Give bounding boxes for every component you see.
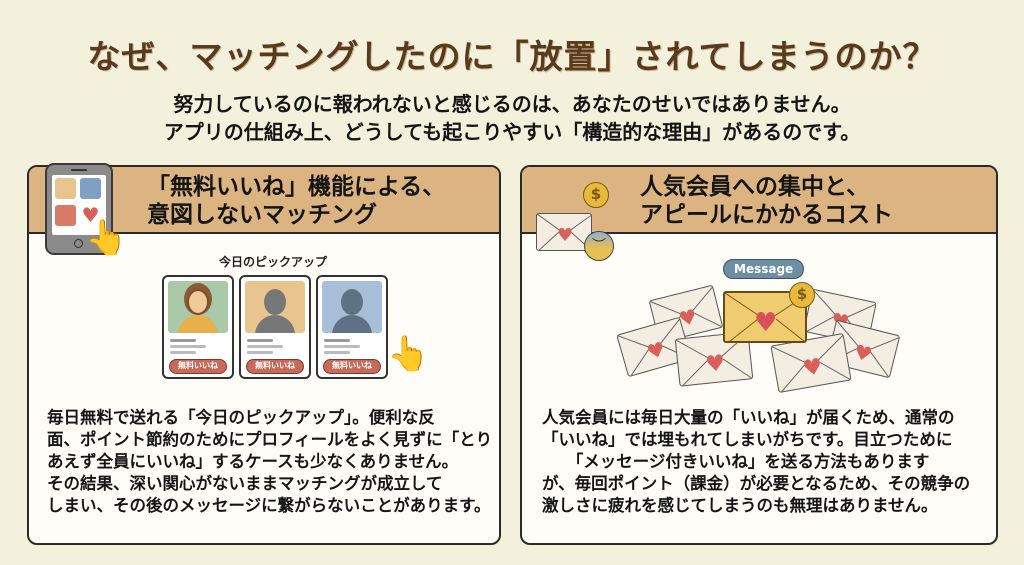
tapping-hand-icon: 👆 [387,334,430,374]
featured-envelope-icon: ♥ [723,291,807,343]
pointing-hand-icon: 👆 [85,218,128,258]
coin-icon: $ [789,282,815,308]
svg-text:♥: ♥ [801,354,825,382]
envelope-icon: ♥ [674,331,754,387]
svg-text:♥: ♥ [557,225,573,246]
page-title: なぜ、マッチングしたのに「放置」されてしまうのか？ [87,37,937,76]
panel-header: 人気会員への集中と、 アピールにかかるコスト [522,167,996,234]
free-like-button[interactable]: 無料いいね [169,359,227,374]
panel-title: 「無料いいね」機能による、 意図しないマッチング [147,174,446,228]
svg-text:♥: ♥ [704,351,726,378]
subtitle-line: アプリの仕組み上、どうしても起こりやすい「構造的な理由」があるのです。 [163,120,861,144]
profile-card: 無料いいね [162,275,234,379]
female-avatar-icon [187,289,209,315]
envelope-icon: ♥ [616,316,692,378]
envelope-icon: ♥ [825,319,901,379]
page-subtitle: 努力しているのに報われないと感じるのは、あなたのせいではありません。 アプリの仕… [0,90,1024,146]
svg-text:♥: ♥ [644,337,668,365]
envelope-icon: ♥ [770,332,852,394]
silhouette-avatar-icon [341,289,363,315]
coin-icon: $ [583,182,609,208]
silhouette-avatar-icon [264,289,286,315]
profile-card: 無料いいね [239,275,311,379]
free-like-button[interactable]: 無料いいね [246,359,304,374]
svg-text:♥: ♥ [851,339,874,367]
worried-face-icon: ︶ [584,231,614,261]
heart-icon: ♥ [81,203,100,227]
reason-panel-free-like: 「無料いいね」機能による、 意図しないマッチング ♥ 👆 今日のピックアップ 無… [27,163,501,545]
svg-text:♥: ♥ [754,308,777,338]
free-like-button[interactable]: 無料いいね [323,359,381,374]
subtitle-line: 努力しているのに報われないと感じるのは、あなたのせいではありません。 [173,92,851,116]
panel-description: 毎日無料で送れる「今日のピックアップ」。便利な反 面、ポイント節約のためにプロフ… [47,408,493,515]
pickup-label: 今日のピックアップ [219,255,328,269]
panel-description: 人気会員には毎日大量の「いいね」が届くため、通常の 「いいね」では埋もれてしまい… [542,408,971,515]
message-bubble: Message [723,259,805,279]
tablet-tap-icon: ♥ [45,163,113,255]
profile-card: 無料いいね [316,275,388,379]
reason-panel-popular-members: 人気会員への集中と、 アピールにかかるコスト ♥ $ ︶ Message ♥ ♥… [520,165,998,545]
panel-title: 人気会員への集中と、 アピールにかかるコスト [640,174,893,228]
